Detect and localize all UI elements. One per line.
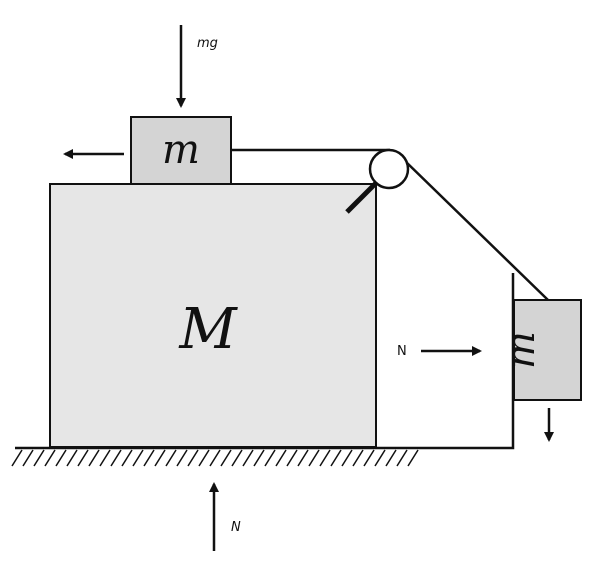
hatch-line [99, 449, 111, 467]
string [231, 148, 549, 301]
ground [11, 446, 419, 467]
hatch-line [33, 449, 45, 467]
hatch-line [308, 449, 320, 467]
hatch-line [77, 449, 89, 467]
hatch-line [198, 449, 210, 467]
hanging-block [513, 299, 582, 401]
hatch-line [264, 449, 276, 467]
hatch-line [396, 449, 408, 467]
hatch-line [253, 449, 265, 467]
hatch-line [407, 449, 419, 467]
hatch-line [88, 449, 100, 467]
pulley-icon [345, 148, 410, 214]
hatch-line [55, 449, 67, 467]
hatch-line [341, 449, 353, 467]
hatch-line [363, 449, 375, 467]
hatch-line [165, 449, 177, 467]
hatch-line [176, 449, 188, 467]
hatch-line [242, 449, 254, 467]
hatch-line [132, 449, 144, 467]
top-block [130, 116, 232, 185]
hatch-line [319, 449, 331, 467]
hatch-line [352, 449, 364, 467]
hatch-line [330, 449, 342, 467]
hatch-line [385, 449, 397, 467]
hatch-line [121, 449, 133, 467]
hatch-line [110, 449, 122, 467]
big-block-label: M [178, 297, 238, 362]
hatch-line [22, 449, 34, 467]
hatch-line [187, 449, 199, 467]
hatch-line [154, 449, 166, 467]
hanging-block-label: m [498, 331, 544, 369]
hatch-line [44, 449, 56, 467]
gravity-label: mg [197, 36, 218, 51]
hatch-line [209, 449, 221, 467]
top-block-label: m [162, 127, 200, 173]
ground-hatching [11, 449, 419, 467]
hatch-line [297, 449, 309, 467]
side-normal-label: N [397, 344, 407, 359]
hatch-line [220, 449, 232, 467]
hatch-line [286, 449, 298, 467]
hatch-line [143, 449, 155, 467]
hatch-line [231, 449, 243, 467]
big-block [49, 183, 377, 448]
hatch-line [275, 449, 287, 467]
hatch-line [66, 449, 78, 467]
hatch-line [374, 449, 386, 467]
hatch-line [11, 449, 23, 467]
bottom-normal-label: N [231, 520, 241, 535]
